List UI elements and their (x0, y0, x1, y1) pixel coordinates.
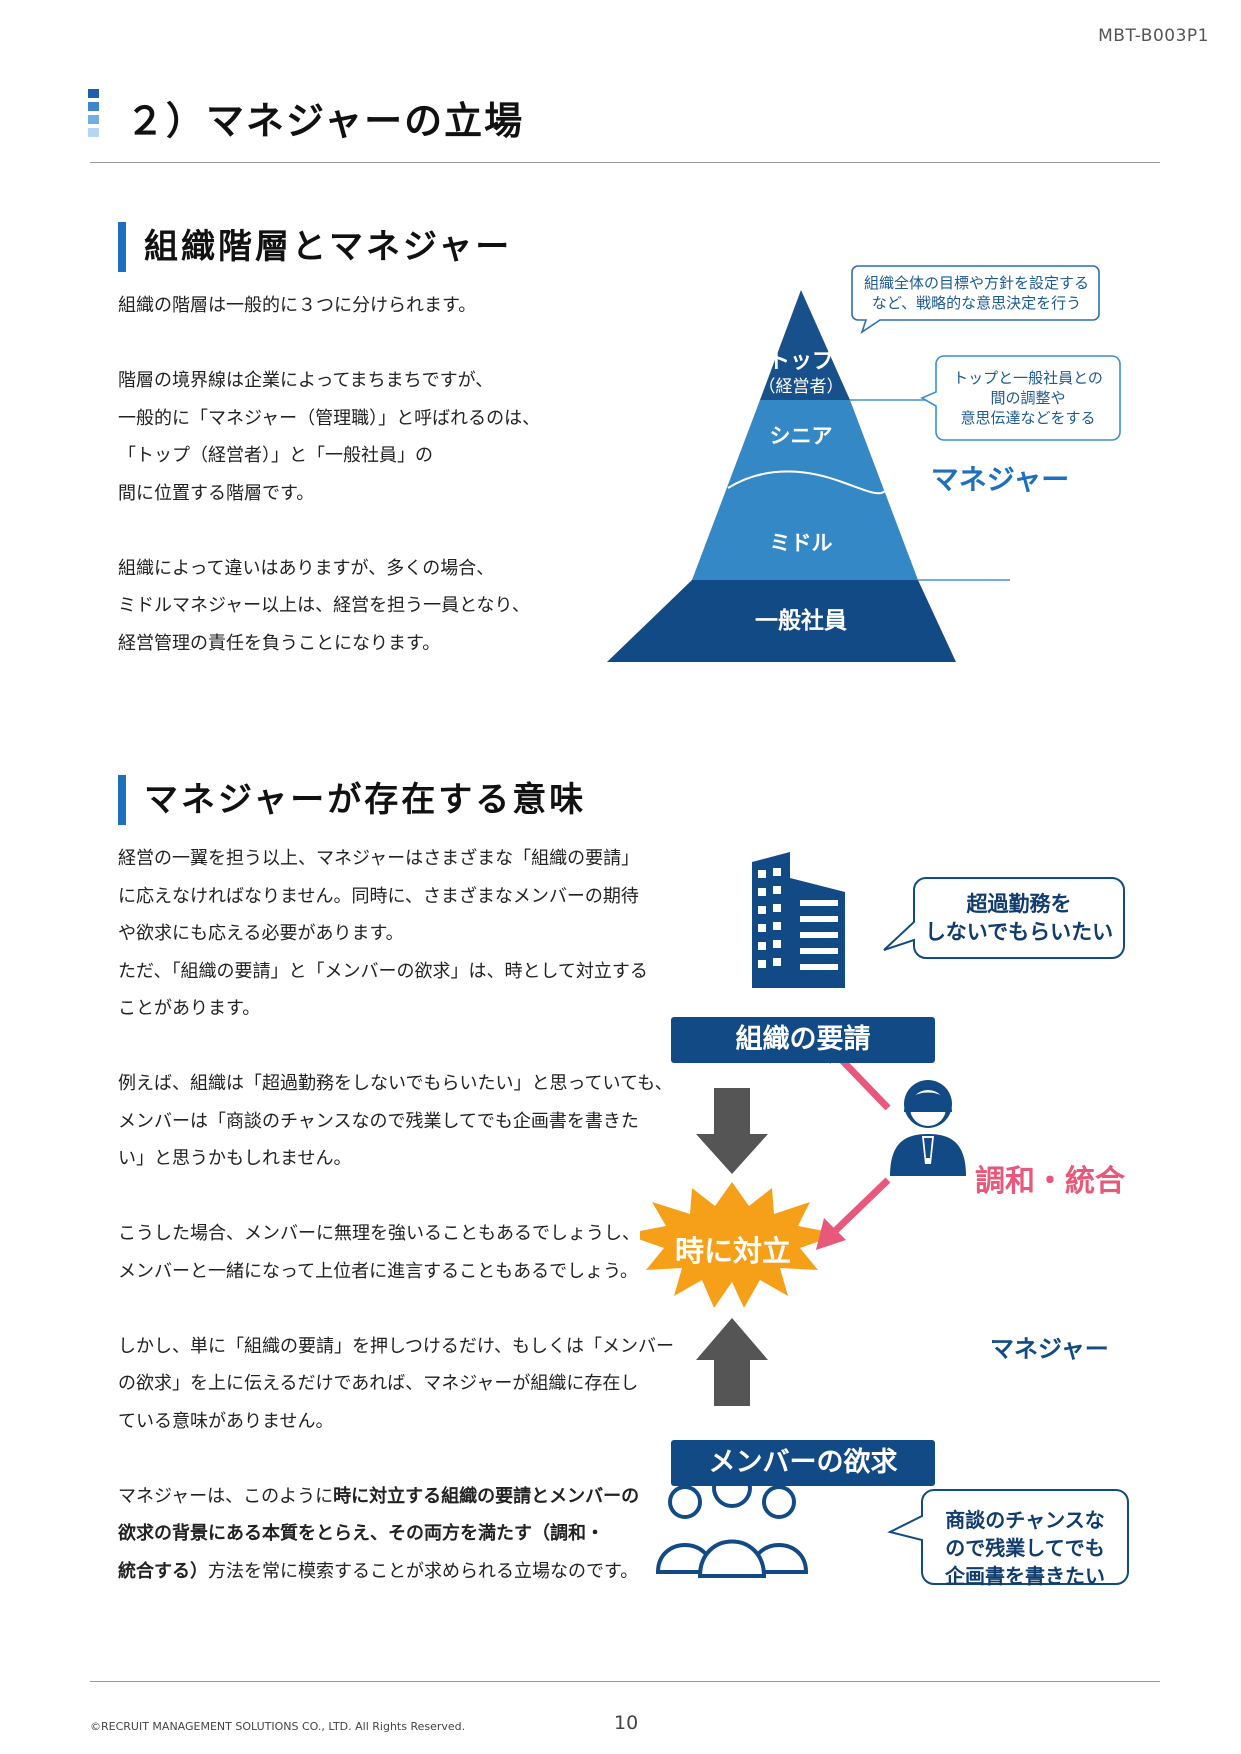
text-bold: 欲求の背景にある本質をとらえ、その両方を満たす（調和・ (118, 1523, 604, 1544)
copyright: ©RECRUIT MANAGEMENT SOLUTIONS CO., LTD. … (90, 1720, 466, 1733)
members-group-icon (655, 1468, 809, 1578)
wavy-boundary (727, 470, 887, 495)
pyramid-senior-middle (692, 400, 918, 580)
text-line: ている意味がありません。 (118, 1410, 334, 1432)
pyramid-top (760, 290, 850, 400)
text-line: こうした場合、メンバーに無理を強いることもあるでしょうし、 (118, 1223, 640, 1244)
org-bubble-text: 超過勤務を しないでもらいたい (914, 890, 1124, 946)
text-line: メンバーは「商談のチャンスなので残業してでも企画書を書きた (118, 1110, 639, 1132)
building-icon (752, 852, 845, 988)
speech-bubble-org (883, 877, 1125, 959)
text-line: 経営管理の責任を負うことになります。 (118, 632, 441, 654)
text-line: 欲求の背景にある本質をとらえ、その両方を満たす（調和・ (118, 1515, 678, 1553)
speech-bubble-top (851, 265, 1100, 334)
text-plain: 方法を常に模索することが求められる立場なのです。 (208, 1560, 639, 1582)
header-divider (90, 162, 1160, 163)
conflict-diagram (640, 852, 1129, 1585)
bubble-line: 組織全体の目標や方針を設定する (863, 274, 1089, 292)
text-line: い」と思うかもしれません。 (118, 1148, 352, 1169)
pyramid-senior-label: シニア (770, 424, 833, 448)
text-plain: マネジャーは、このように (118, 1485, 334, 1507)
harmony-label: 調和・統合 (975, 1164, 1125, 1199)
bubble-line: ので残業してでも (945, 1536, 1105, 1560)
up-arrow (696, 1318, 768, 1406)
down-arrow (696, 1088, 768, 1174)
member-bubble-text: 商談のチャンスな ので残業してでも 企画書を書きたい (920, 1506, 1130, 1590)
text-line: 経営の一翼を担う以上、マネジャーはさまざまな「組織の要請」 (118, 848, 640, 869)
manager-label: マネジャー (931, 463, 1070, 496)
pyramid-top-sublabel: （経営者） (759, 377, 844, 397)
text-line: メンバーと一緒になって上位者に進言することもあるでしょう。 (118, 1260, 639, 1282)
bubble-line: 間の調整や (990, 389, 1066, 407)
pyramid-staff (607, 580, 956, 662)
page-title: ２）マネジャーの立場 (126, 99, 525, 143)
text-line: ただ、「組織の要請」と「メンバーの欲求」は、時として対立する (118, 960, 648, 982)
hierarchy-pyramid: トップ （経営者） シニア ミドル 一般社員 マネジャー (607, 265, 1121, 662)
text-line: に応えなければなりません。同時に、さまざまなメンバーの期待 (118, 885, 639, 907)
bubble-line: 商談のチャンスな (945, 1508, 1105, 1532)
bubble-line: 企画書を書きたい (945, 1564, 1105, 1588)
speech-bubble-manager (920, 355, 1121, 441)
meaning-text: 経営の一翼を担う以上、マネジャーはさまざまな「組織の要請」 に応えなければなりま… (118, 840, 678, 1590)
text-line: 統合する）方法を常に模索することが求められる立場なのです。 (118, 1553, 678, 1591)
bubble-manager-text: トップと一般社員との 間の調整や 意思伝達などをする (936, 368, 1120, 428)
pyramid-middle-label: ミドル (770, 531, 833, 555)
text-line: 例えば、組織は「超過勤務をしないでもらいたい」と思っていても、 (118, 1073, 673, 1094)
conflict-burst (640, 1182, 840, 1308)
text-line: や欲求にも応える必要があります。 (118, 923, 404, 944)
text-line: ミドルマネジャー以上は、経営を担う一員となり、 (118, 595, 530, 616)
bubble-line: しないでもらいたい (924, 920, 1114, 944)
text-line: 組織の階層は一般的に３つに分けられます。 (118, 295, 477, 316)
pyramid-staff-label: 一般社員 (755, 607, 847, 634)
text-line: 「トップ（経営者）」と「一般社員」の (118, 445, 433, 466)
page-number: 10 (614, 1712, 639, 1734)
bubble-top-text: 組織全体の目標や方針を設定する など、戦略的な意思決定を行う (858, 273, 1095, 313)
manager-person-icon (890, 1080, 966, 1176)
text-bold: 統合する） (118, 1560, 208, 1582)
hierarchy-text: 組織の階層は一般的に３つに分けられます。 階層の境界線は企業によってまちまちです… (118, 287, 658, 662)
org-request-label: 組織の要請 (671, 1017, 935, 1063)
conflict-label: 時に対立 (674, 1234, 791, 1268)
bubble-line: トップと一般社員との (953, 369, 1103, 387)
text-line: マネジャーは、このように時に対立する組織の要請とメンバーの (118, 1478, 678, 1516)
text-bold: 時に対立する組織の要請とメンバーの (333, 1485, 640, 1507)
harmony-arrow-down (816, 1177, 891, 1250)
manager-icon-label: マネジャー (990, 1335, 1109, 1363)
text-line: 間に位置する階層です。 (118, 482, 315, 504)
section-title-hierarchy: 組織階層とマネジャー (118, 222, 512, 272)
pyramid-top-label: トップ (768, 349, 835, 374)
text-line: 一般的に「マネジャー（管理職）」と呼ばれるのは、 (118, 407, 541, 429)
section-title-meaning: マネジャーが存在する意味 (118, 775, 586, 825)
bubble-line: など、戦略的な意思決定を行う (871, 294, 1082, 312)
text-line: 階層の境界線は企業によってまちまちですが、 (118, 370, 494, 391)
text-line: ことがあります。 (118, 998, 261, 1019)
member-desire-label: メンバーの欲求 (671, 1440, 935, 1486)
bubble-line: 超過勤務を (966, 892, 1072, 916)
text-line: しかし、単に「組織の要請」を押しつけるだけ、もしくは「メンバー (118, 1335, 675, 1357)
bubble-line: 意思伝達などをする (960, 409, 1096, 427)
document-code: MBT-B003P1 (1098, 26, 1209, 46)
footer-divider (90, 1681, 1160, 1682)
text-line: 組織によって違いはありますが、多くの場合、 (118, 557, 495, 579)
speech-bubble-member (887, 1489, 1129, 1585)
text-line: の欲求」を上に伝えるだけであれば、マネジャーが組織に存在し (118, 1373, 639, 1394)
heading-decoration (88, 89, 99, 141)
